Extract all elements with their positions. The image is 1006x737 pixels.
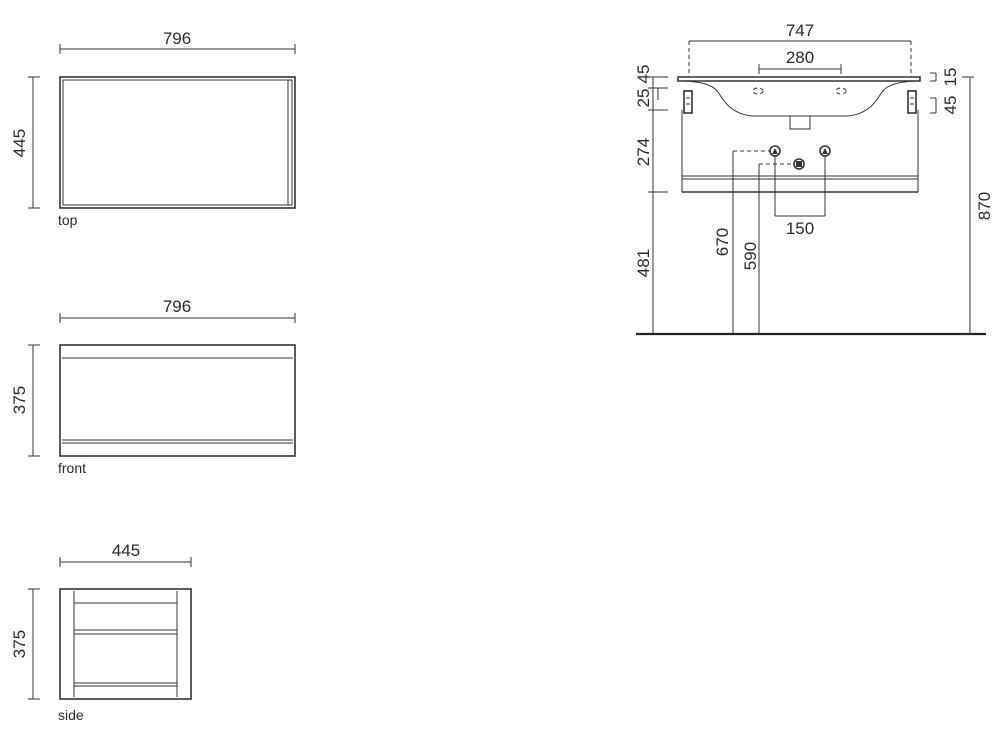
front-caption: front bbox=[58, 460, 86, 476]
top-view-outline bbox=[59, 76, 296, 209]
side-height-label: 375 bbox=[10, 630, 29, 658]
waste-height-label: 590 bbox=[741, 242, 760, 270]
bracket-label: 45 bbox=[941, 96, 960, 115]
side-caption: side bbox=[58, 707, 84, 723]
waste-height-dimension: 590 bbox=[741, 163, 794, 334]
side-view-outline bbox=[59, 588, 192, 700]
tap-hole-right bbox=[835, 87, 847, 95]
side-view: 445 375 side bbox=[10, 541, 192, 723]
waste-connection bbox=[793, 158, 805, 170]
supply-spacing-label: 150 bbox=[786, 219, 814, 238]
front-view-outline bbox=[59, 344, 296, 457]
top-view: 796 445 top bbox=[10, 29, 296, 228]
top-depth-dimension: 445 bbox=[10, 76, 40, 209]
side-depth-dimension: 445 bbox=[59, 541, 192, 567]
top-view-inner bbox=[62, 79, 293, 206]
supply-right bbox=[819, 145, 831, 157]
basin-top-slab bbox=[677, 76, 921, 82]
right-bracket bbox=[907, 90, 917, 114]
overall-width-dimension: 747 bbox=[688, 21, 912, 77]
supply-height-dimension: 670 bbox=[713, 150, 770, 334]
waste-icon bbox=[793, 158, 805, 170]
front-height-label: 375 bbox=[10, 386, 29, 414]
front-width-label: 796 bbox=[163, 297, 191, 316]
elevation-view: 747 280 45 25 274 481 870 bbox=[634, 21, 994, 336]
top-thickness-label: 45 bbox=[634, 65, 653, 84]
front-width-dimension: 796 bbox=[59, 297, 296, 323]
basin-drain bbox=[789, 115, 811, 130]
side-height-dimension: 375 bbox=[10, 588, 40, 700]
basin-bowl bbox=[684, 80, 915, 117]
overall-height-label: 870 bbox=[975, 192, 994, 220]
overall-width-label: 747 bbox=[786, 21, 814, 40]
supply-left bbox=[769, 145, 781, 157]
top-width-label: 796 bbox=[163, 29, 191, 48]
left-dimension-chain: 45 25 274 481 bbox=[634, 65, 668, 334]
front-view: 796 375 front bbox=[10, 297, 296, 476]
top-gap-label: 25 bbox=[634, 89, 653, 108]
tap-spacing-label: 280 bbox=[786, 48, 814, 67]
supply-height-label: 670 bbox=[713, 228, 732, 256]
side-depth-label: 445 bbox=[112, 541, 140, 560]
tap-hole-left bbox=[752, 87, 764, 95]
left-bracket bbox=[683, 90, 693, 114]
top-depth-label: 445 bbox=[10, 129, 29, 157]
top-caption: top bbox=[58, 212, 78, 228]
right-dimension-chain: 870 15 45 bbox=[930, 68, 994, 335]
rim-label: 15 bbox=[941, 68, 960, 87]
floor-clearance-label: 481 bbox=[634, 249, 653, 277]
cabinet-height-label: 274 bbox=[634, 138, 653, 166]
tap-spacing-dimension: 280 bbox=[758, 48, 842, 74]
front-height-dimension: 375 bbox=[10, 344, 40, 457]
supply-spacing-dimension: 150 bbox=[774, 156, 826, 238]
top-width-dimension: 796 bbox=[59, 29, 296, 54]
